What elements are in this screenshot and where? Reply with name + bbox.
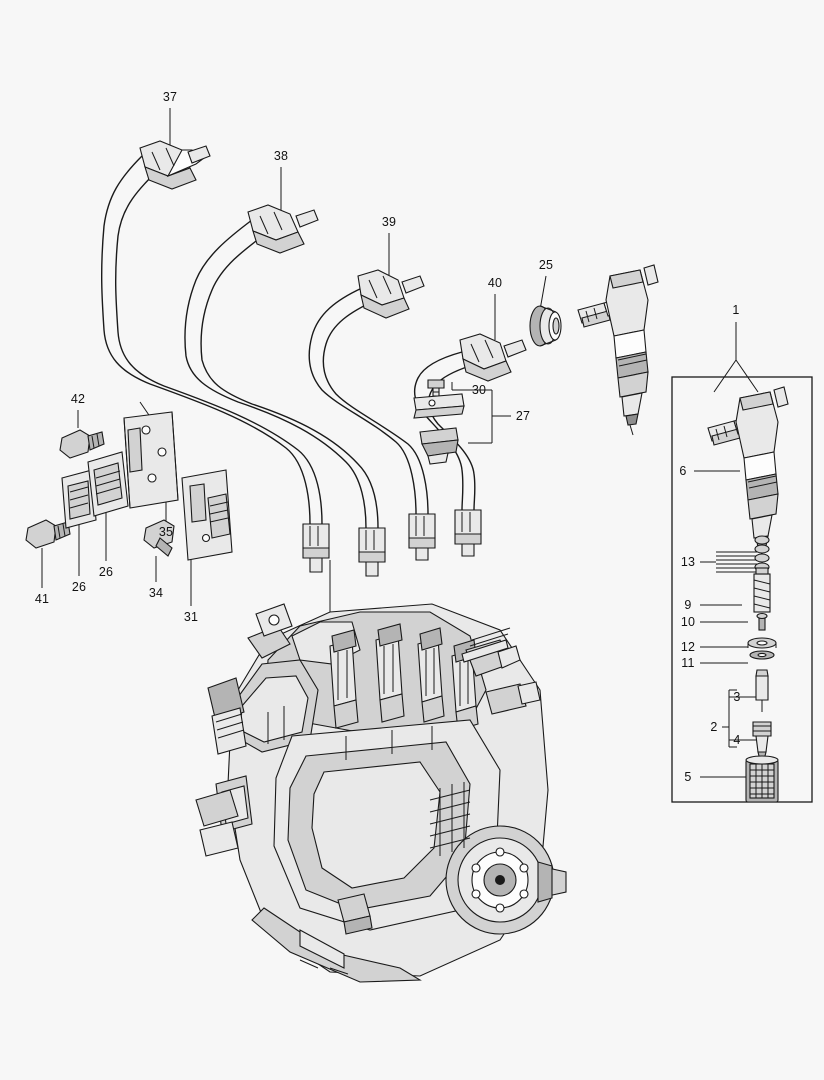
- callout-37: 37: [162, 90, 178, 104]
- pipe-lower-ends: [302, 509, 482, 577]
- callout-40: 40: [487, 276, 503, 290]
- callout-10: 10: [680, 615, 696, 629]
- pipe-fittings: [139, 140, 527, 382]
- part-12-11-washers: [747, 637, 777, 660]
- part-1-injector: [577, 264, 659, 436]
- left-bracket-cluster: [25, 411, 233, 561]
- part-6-nozzle-holder: [707, 386, 789, 557]
- callout-42: 42: [70, 392, 86, 406]
- callout-39: 39: [381, 215, 397, 229]
- callout-13: 13: [680, 555, 696, 569]
- callout-27: 27: [515, 409, 531, 423]
- part-5-filter: [745, 755, 779, 803]
- part-25-seal: [529, 305, 562, 347]
- callout-3: 3: [733, 690, 741, 704]
- part-9-spring-rod: [753, 567, 771, 613]
- callout-35: 35: [158, 525, 174, 539]
- part-3-4-nozzle: [752, 669, 772, 761]
- callout-25: 25: [538, 258, 554, 272]
- injection-pump-assembly: [195, 603, 567, 983]
- part-13-shims: [716, 535, 770, 573]
- callout-26-b: 26: [71, 580, 87, 594]
- callout-9: 9: [684, 598, 692, 612]
- callout-34: 34: [148, 586, 164, 600]
- callout-12: 12: [680, 640, 696, 654]
- callout-31: 31: [183, 610, 199, 624]
- part-27-clamp: [413, 393, 465, 465]
- callout-1: 1: [732, 303, 740, 317]
- callout-11: 11: [681, 656, 695, 670]
- callout-4: 4: [733, 733, 741, 747]
- callout-6: 6: [679, 464, 687, 478]
- part-10-pin: [756, 612, 768, 631]
- callout-5: 5: [684, 770, 692, 784]
- callout-41: 41: [34, 592, 50, 606]
- callout-26-a: 26: [98, 565, 114, 579]
- callout-2: 2: [710, 720, 718, 734]
- callout-38: 38: [273, 149, 289, 163]
- injector-detail-panel-border: [671, 376, 813, 803]
- callout-30: 30: [471, 383, 487, 397]
